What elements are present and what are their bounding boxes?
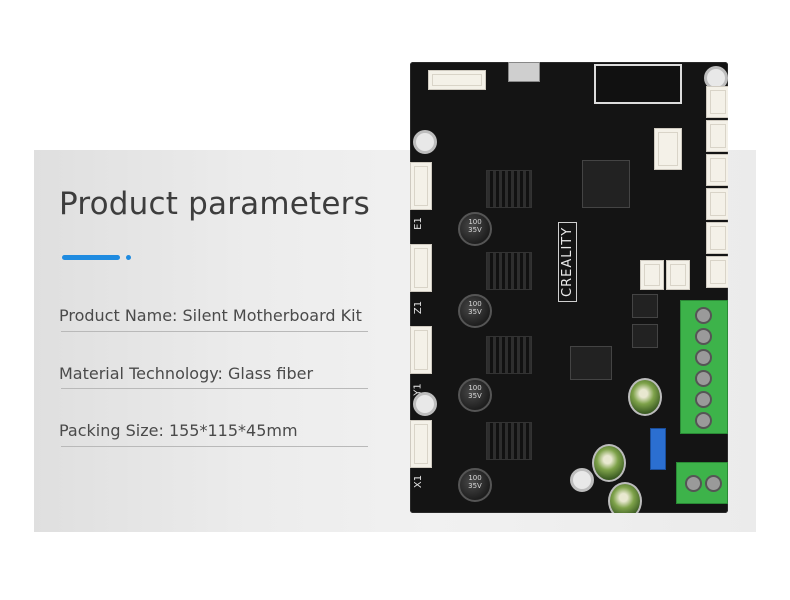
- usb-port: [508, 62, 540, 82]
- capacitor: 100 35V: [458, 212, 492, 246]
- right-connector: [706, 120, 728, 152]
- fan-connector: [666, 260, 690, 290]
- right-connector: [706, 188, 728, 220]
- capacitor: 100 35V: [458, 378, 492, 412]
- mosfet: [632, 294, 658, 318]
- terminal-screw: [695, 349, 712, 366]
- terminal-screw: [695, 328, 712, 345]
- axis-label-e1: E1: [412, 217, 424, 230]
- capacitor: 100 35V: [458, 468, 492, 502]
- section-title: Product parameters: [59, 186, 370, 222]
- motherboard-image: E1 Z1 Y1 X1 100 35V 100 35V 100 35V 100 …: [410, 62, 728, 513]
- mosfet: [632, 324, 658, 348]
- inductor: [570, 346, 612, 380]
- mounting-hole: [570, 468, 594, 492]
- right-connector: [706, 256, 728, 288]
- param-packing-size: Packing Size: 155*115*45mm: [59, 421, 298, 440]
- connector-y1: [410, 326, 432, 374]
- terminal-screw: [695, 412, 712, 429]
- accent-bar: [62, 255, 120, 260]
- electrolytic-capacitor: [608, 482, 642, 513]
- accent-dot: [126, 255, 131, 260]
- stepper-driver-heatsink: [486, 336, 532, 374]
- input-terminal-block: [676, 462, 728, 504]
- param-divider: [61, 388, 368, 389]
- fan-connector: [640, 260, 664, 290]
- mcu-chip: [582, 160, 630, 208]
- stepper-driver-heatsink: [486, 252, 532, 290]
- electrolytic-capacitor: [628, 378, 662, 416]
- param-product-name: Product Name: Silent Motherboard Kit: [59, 306, 362, 325]
- mounting-hole: [413, 392, 437, 416]
- terminal-screw: [695, 307, 712, 324]
- terminal-screw: [705, 475, 722, 492]
- param-divider: [61, 331, 368, 332]
- pin-header: [594, 64, 682, 104]
- brand-silkscreen: CREALITY: [558, 221, 577, 302]
- fuse: [650, 428, 666, 470]
- terminal-screw: [685, 475, 702, 492]
- connector-z1: [410, 244, 432, 292]
- param-material: Material Technology: Glass fiber: [59, 364, 314, 383]
- electrolytic-capacitor: [592, 444, 626, 482]
- axis-label-z1: Z1: [413, 300, 425, 315]
- connector-e1: [410, 162, 432, 210]
- right-connector: [706, 154, 728, 186]
- axis-label-x1: X1: [413, 474, 425, 489]
- terminal-screw: [695, 370, 712, 387]
- mounting-hole: [413, 130, 437, 154]
- param-divider: [61, 446, 368, 447]
- top-connector: [428, 70, 486, 90]
- capacitor: 100 35V: [458, 294, 492, 328]
- stepper-driver-heatsink: [486, 170, 532, 208]
- terminal-screw: [695, 391, 712, 408]
- right-connector: [654, 128, 682, 170]
- connector-x1: [410, 420, 432, 468]
- power-terminal-block: [680, 300, 728, 434]
- axis-label-y1: Y1: [412, 383, 424, 396]
- right-connector: [706, 86, 728, 118]
- stepper-driver-heatsink: [486, 422, 532, 460]
- right-connector: [706, 222, 728, 254]
